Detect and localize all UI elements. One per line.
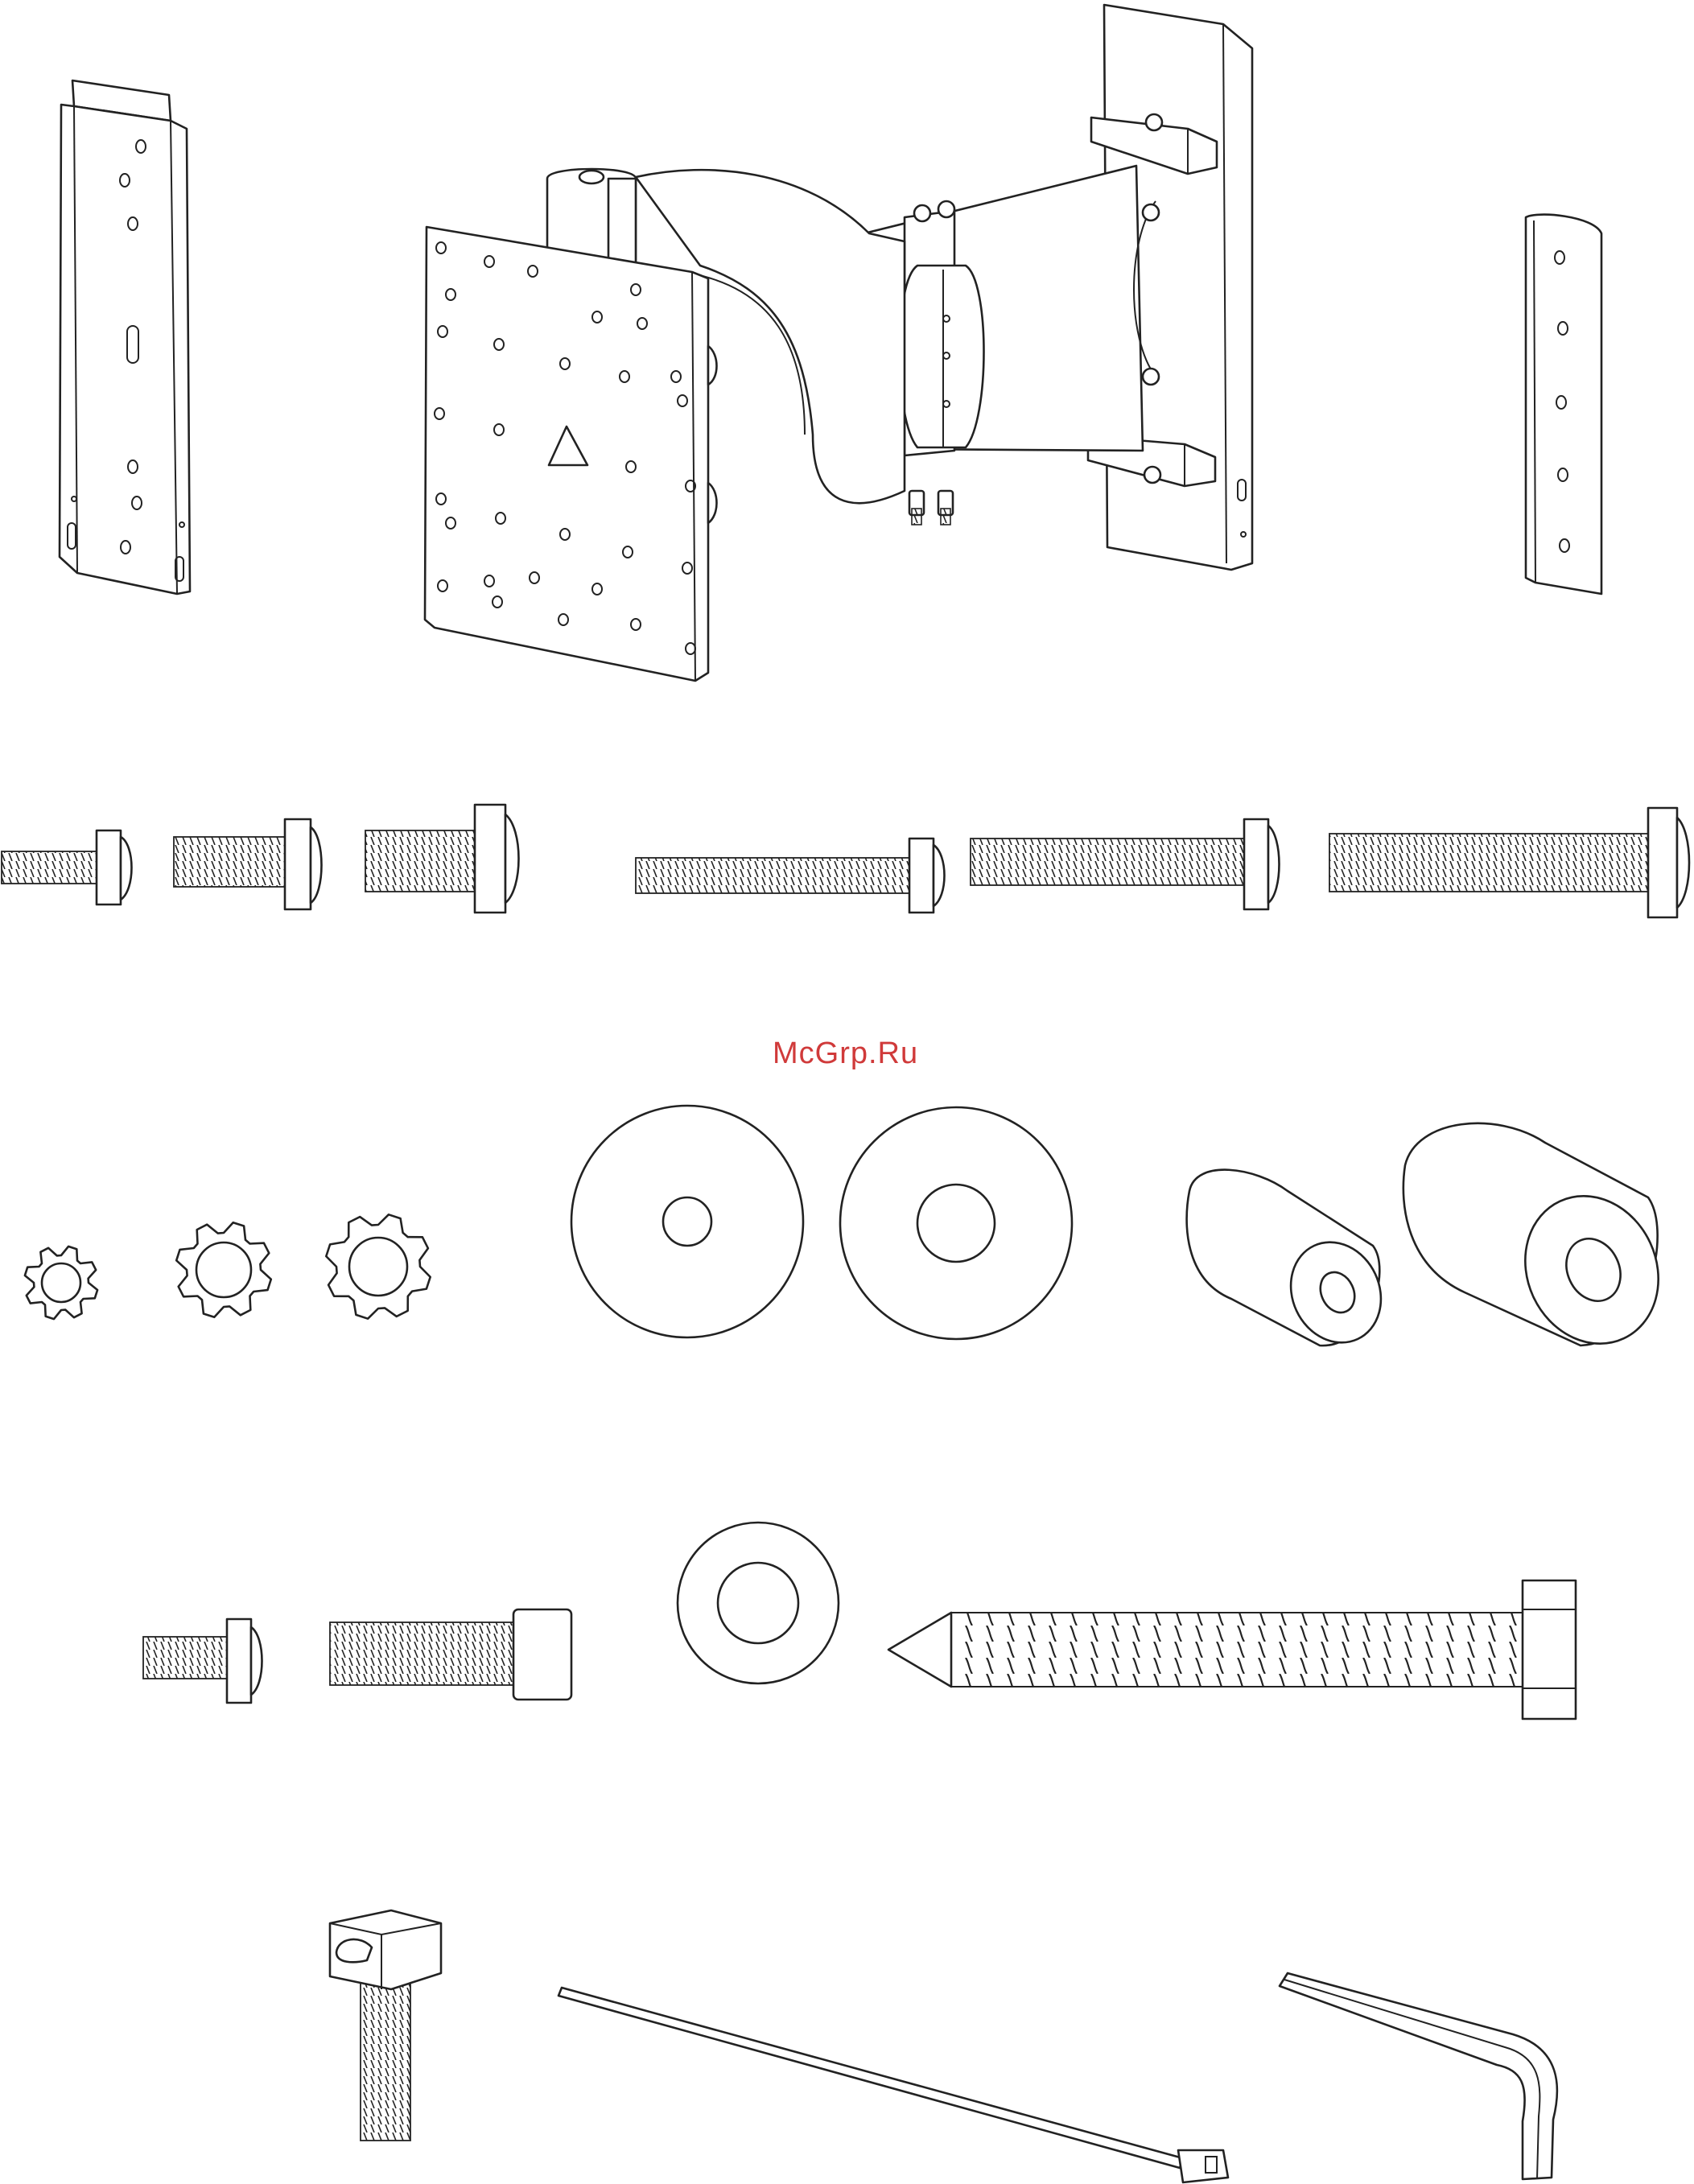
washer-icon (678, 1523, 839, 1683)
bolt-icon (330, 1609, 571, 1700)
spacer-icon (1403, 1123, 1682, 1366)
washer-icon (571, 1106, 803, 1337)
left-bracket-icon (60, 80, 190, 594)
lock-washer-hole (349, 1238, 407, 1296)
bolt-icon (330, 1910, 441, 2141)
washer-icon (840, 1107, 1072, 1339)
lock-washer-hole (42, 1263, 80, 1302)
screw-row (2, 805, 1689, 917)
spacer-icon (1187, 1170, 1397, 1358)
arm-mount-icon (425, 5, 1252, 681)
screw-icon (143, 1619, 262, 1703)
lock-washer-hole (196, 1242, 251, 1297)
screw-icon (365, 805, 519, 913)
lock-washer-icon (25, 1247, 97, 1319)
cable-tie-icon (558, 1988, 1228, 2182)
hex-key-icon (1280, 1973, 1557, 2179)
right-bracket-icon (1526, 215, 1601, 594)
lag-bolt-icon (888, 1580, 1576, 1719)
lock-washer-icon (326, 1214, 430, 1318)
screw-icon (1329, 808, 1689, 917)
lock-washer-row (25, 1214, 431, 1319)
watermark-text: McGrp.Ru (773, 1036, 918, 1071)
screw-icon (636, 839, 945, 913)
screw-icon (174, 819, 322, 909)
lock-washer-icon (176, 1222, 271, 1317)
screw-icon (2, 830, 132, 905)
screw-icon (971, 819, 1280, 909)
